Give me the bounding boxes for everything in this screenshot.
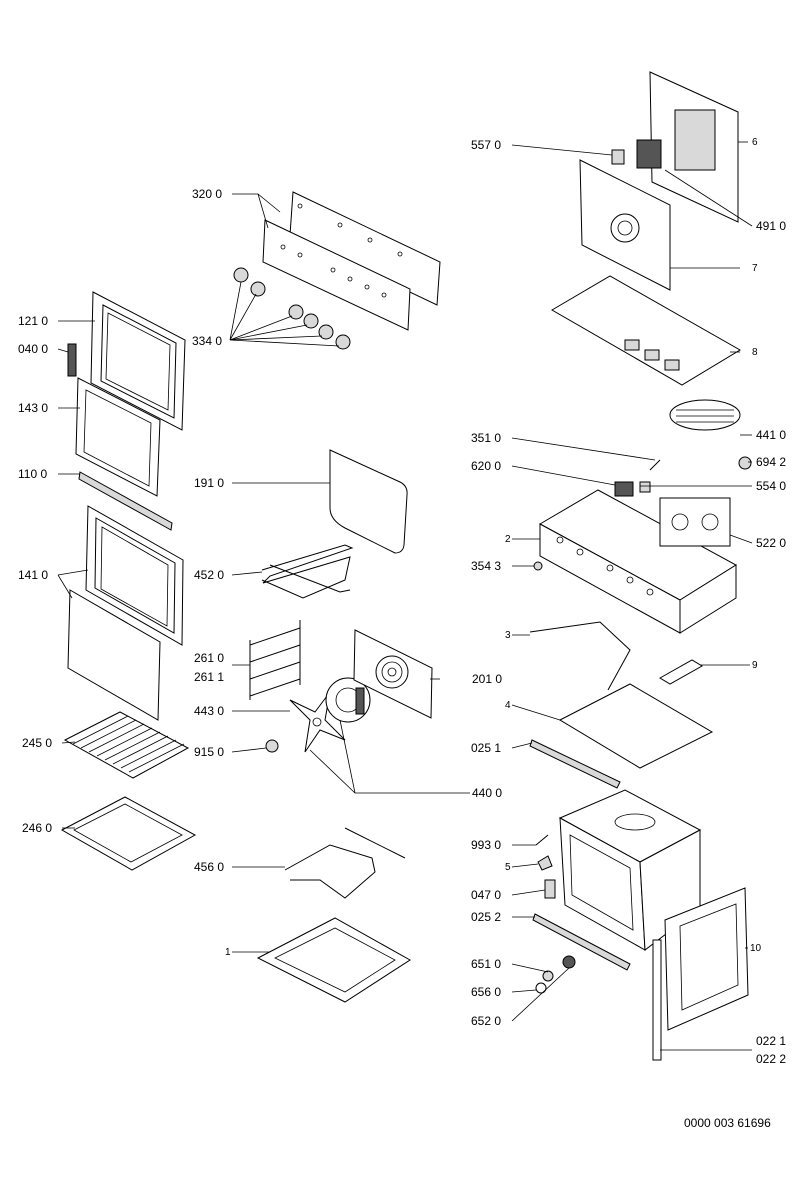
part-rail-lower <box>532 913 631 971</box>
label-440-0: 440 0 <box>472 786 503 800</box>
part-door-seal <box>329 449 408 554</box>
part-sensor <box>738 456 752 470</box>
label-1: 1 <box>225 947 231 958</box>
part-oven-rack <box>63 711 190 779</box>
label-261-0: 261 0 <box>194 651 225 665</box>
part-small-fittings <box>535 834 556 899</box>
part-top-plate <box>558 683 714 769</box>
part-timer-module <box>659 497 731 547</box>
part-lamp-parts <box>535 955 576 994</box>
label-651-0: 651 0 <box>471 957 502 971</box>
part-thermostat <box>611 149 625 165</box>
part-small-bracket <box>659 659 703 685</box>
part-hinge <box>67 343 77 377</box>
label-025-2: 025 2 <box>471 910 502 924</box>
label-441-0: 441 0 <box>756 428 787 442</box>
part-inner-glass <box>75 377 161 497</box>
part-floor-plate <box>256 917 411 1003</box>
label-047-0: 047 0 <box>471 888 502 902</box>
label-351-0: 351 0 <box>471 431 502 445</box>
label-320-0: 320 0 <box>192 187 223 201</box>
part-door-outer <box>67 505 184 721</box>
label-554-0: 554 0 <box>756 479 787 493</box>
label-5: 5 <box>505 862 511 873</box>
part-control-housing <box>538 489 737 634</box>
part-side-rails <box>249 620 301 700</box>
label-456-0: 456 0 <box>194 860 225 874</box>
label-652-0: 652 0 <box>471 1014 502 1028</box>
label-491-0: 491 0 <box>756 219 787 233</box>
label-443-0: 443 0 <box>194 704 225 718</box>
part-door-inner-frame <box>90 291 186 431</box>
label-656-0: 656 0 <box>471 985 502 999</box>
label-452-0: 452 0 <box>194 568 225 582</box>
label-993-0: 993 0 <box>471 838 502 852</box>
part-side-panel <box>664 887 749 1031</box>
label-191-0: 191 0 <box>194 476 225 490</box>
label-334-0: 334 0 <box>192 334 223 348</box>
part-oven-cavity <box>558 789 702 951</box>
label-025-1: 025 1 <box>471 741 502 755</box>
part-grill-element <box>261 544 354 599</box>
label-245-0: 245 0 <box>22 736 53 750</box>
part-control-panel <box>262 191 441 331</box>
label-201-0: 201 0 <box>472 672 503 686</box>
label-557-0: 557 0 <box>471 138 502 152</box>
label-110-0: 110 0 <box>18 467 48 481</box>
drawing-number: 0000 003 61696 <box>684 1116 771 1130</box>
label-141-0: 141 0 <box>18 568 49 582</box>
part-fan-blade <box>289 691 346 753</box>
part-tangential-fan <box>669 399 741 431</box>
label-9: 9 <box>752 660 758 671</box>
label-121-0: 121 0 <box>18 314 49 328</box>
label-6: 6 <box>752 137 758 148</box>
part-knobs <box>233 267 351 350</box>
part-top-cover <box>551 275 741 386</box>
label-4: 4 <box>505 700 511 711</box>
label-354-3: 354 3 <box>471 559 502 573</box>
part-rail-upper <box>529 739 621 789</box>
part-switches <box>614 459 661 497</box>
label-915-0: 915 0 <box>194 745 225 759</box>
part-lower-element <box>284 827 406 899</box>
part-glass-bar <box>78 471 173 531</box>
part-cable-guide <box>529 621 631 691</box>
label-261-1: 261 1 <box>194 670 225 684</box>
part-baking-tray <box>60 796 197 871</box>
part-rear-cavity-panel <box>579 159 671 291</box>
label-040-0: 040 0 <box>18 342 49 356</box>
label-7: 7 <box>752 263 758 274</box>
label-2: 2 <box>505 534 511 545</box>
part-hinge-bar <box>652 939 662 1061</box>
part-relay <box>636 139 662 169</box>
part-screw <box>533 561 543 571</box>
label-3: 3 <box>505 630 511 641</box>
label-022-2: 022 2 <box>756 1052 787 1066</box>
part-fan-nut <box>265 739 279 753</box>
part-fan-cover <box>353 629 433 719</box>
label-8: 8 <box>752 347 758 358</box>
label-620-0: 620 0 <box>471 459 502 473</box>
label-246-0: 246 0 <box>22 821 53 835</box>
leader-lines <box>57 141 753 1051</box>
label-143-0: 143 0 <box>18 401 49 415</box>
part-back-panel <box>649 71 739 223</box>
label-694-2: 694 2 <box>756 455 787 469</box>
part-fan-motor <box>325 677 371 723</box>
label-522-0: 522 0 <box>756 536 787 550</box>
label-10: 10 <box>750 943 762 954</box>
label-022-1: 022 1 <box>756 1034 787 1048</box>
